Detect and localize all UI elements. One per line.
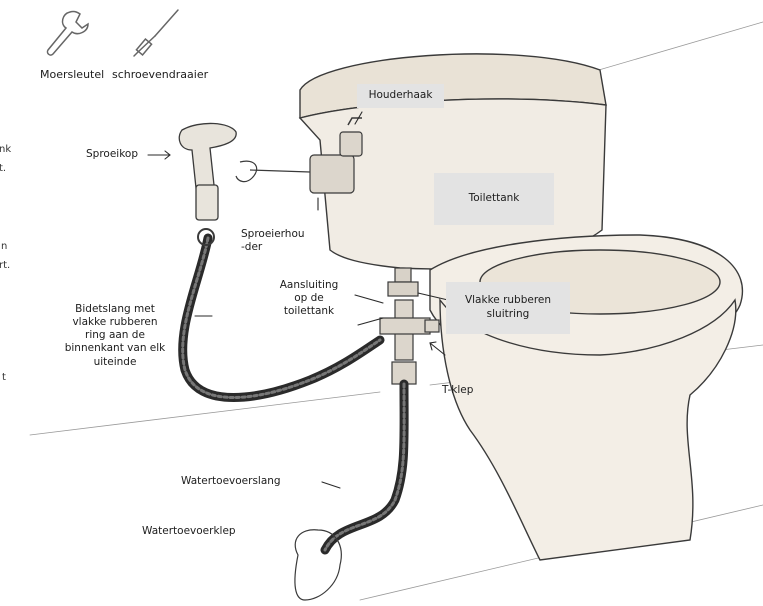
watertoevoerslang-label: Watertoevoerslang: [181, 475, 281, 488]
screwdriver-icon: [134, 10, 178, 56]
bidetslang-label: Bidetslang met vlakke rubberen ring aan …: [48, 303, 182, 369]
screwdriver-label: schroevendraaier: [112, 68, 208, 82]
wrench-icon: [47, 11, 88, 55]
water-supply-hose: [325, 384, 404, 550]
aansluiting-label: Aansluiting op de toilettank: [271, 279, 347, 318]
text-fragment: t: [2, 372, 6, 383]
tank-connection: [388, 268, 418, 296]
vlakke-rubberen-sluitring-label: Vlakke rubberen sluitring: [446, 282, 570, 334]
sproeierhouder-label: Sproeierhou -der: [241, 228, 305, 254]
wall-line: [30, 392, 380, 435]
sprayer-holder: [236, 132, 362, 193]
t-klep-label: T-klep: [442, 384, 473, 397]
text-fragment: t.: [0, 163, 6, 174]
text-fragment: nk: [0, 144, 11, 155]
sprayer-head: [179, 123, 236, 220]
houderhaak-label: Houderhaak: [357, 84, 444, 108]
text-fragment: rt.: [0, 260, 10, 271]
toilettank-label: Toilettank: [434, 173, 554, 225]
wrench-label: Moersleutel: [40, 68, 104, 82]
t-valve: [380, 300, 439, 384]
sproeikop-label: Sproeikop: [86, 148, 138, 161]
watertoevoerklep-label: Watertoevoerklep: [142, 525, 236, 538]
text-fragment: n: [1, 241, 7, 252]
